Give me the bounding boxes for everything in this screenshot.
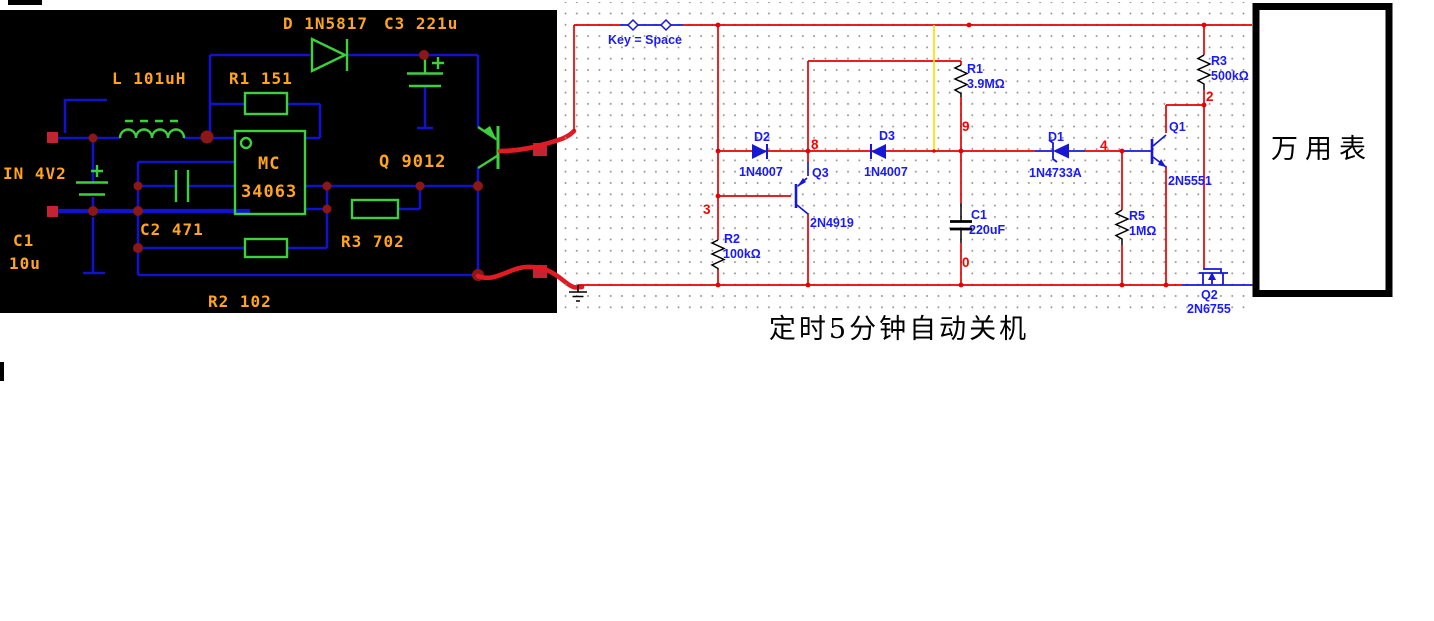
switch-key-space[interactable]: Key = Space — [608, 18, 682, 47]
component-c1[interactable]: C1 220uF — [950, 203, 1005, 243]
q2-ref: Q2 — [1201, 288, 1218, 302]
q3-ref: Q3 — [812, 166, 829, 180]
q1-ref: Q1 — [1169, 120, 1186, 134]
d3-ref: D3 — [879, 129, 895, 143]
component-q2[interactable]: Q2 2N6755 — [1187, 268, 1231, 316]
timing-cap-icon — [174, 170, 190, 202]
zener-diode-icon[interactable] — [1053, 143, 1069, 159]
component-r3[interactable]: R3 500kΩ — [1196, 54, 1249, 90]
grid-area — [558, 2, 1250, 310]
resistor-r3-icon — [350, 198, 400, 220]
r2-val: 100kΩ — [723, 247, 761, 261]
net-label-8: 8 — [811, 137, 819, 152]
resistor-icon[interactable] — [1196, 54, 1212, 90]
resistor-icon[interactable] — [953, 64, 969, 97]
component-q1[interactable]: Q1 2N5551 — [1150, 120, 1212, 188]
caption-text: 定时5分钟自动关机 — [769, 314, 1029, 345]
r3-val: 500kΩ — [1211, 69, 1249, 83]
switch-contact-icon[interactable] — [626, 18, 640, 32]
emitter-arrow-icon — [484, 126, 497, 141]
ground-icon[interactable] — [569, 285, 587, 302]
d1-val: 1N4733A — [1029, 166, 1082, 180]
label-ic-line1: MC — [258, 154, 280, 174]
d2-ref: D2 — [754, 130, 770, 144]
d3-val: 1N4007 — [864, 165, 908, 179]
pin1-marker-icon — [239, 136, 253, 150]
inductor-icon — [118, 128, 186, 139]
r2-ref: R2 — [724, 232, 740, 246]
d2-val: 1N4007 — [739, 165, 783, 179]
diode-icon[interactable] — [752, 144, 767, 159]
q1-val: 2N5551 — [1168, 174, 1212, 188]
label-cap-out: C3 221u — [384, 14, 458, 33]
input-pos-terminal — [47, 132, 58, 143]
diode-icon[interactable] — [871, 144, 886, 159]
component-d3[interactable]: D3 1N4007 — [864, 129, 908, 179]
input-neg-terminal — [47, 206, 58, 217]
reference-schematic-image: D 1N5817 C3 221u L 101uH R1 151 IN 4V2 C… — [0, 0, 585, 313]
component-q3[interactable]: Q3 2N4919 — [794, 166, 854, 230]
mosfet-arrow-icon — [1208, 272, 1216, 280]
scan-artifact-bar — [8, 0, 42, 5]
input-cap-icon — [76, 165, 108, 196]
emitter-arrow-icon — [797, 178, 806, 187]
label-ic-line2: 34063 — [241, 182, 297, 202]
resistor-icon[interactable] — [1114, 209, 1130, 245]
multimeter-label: 万用表 — [1271, 134, 1373, 165]
label-c2: C2 471 — [140, 220, 204, 239]
mc34063-chip-icon — [233, 129, 307, 216]
r5-val: 1MΩ — [1129, 224, 1156, 238]
component-d1[interactable]: D1 1N4733A — [1029, 130, 1082, 180]
label-c1-ref: C1 — [13, 231, 34, 250]
net-label-2: 2 — [1206, 89, 1214, 104]
switch-contact-icon[interactable] — [659, 18, 673, 32]
r5-ref: R5 — [1129, 209, 1145, 223]
resistor-r1-icon — [243, 91, 289, 116]
net-label-0: 0 — [962, 255, 970, 270]
label-r1: R1 151 — [229, 69, 293, 88]
left-panel-junctions — [88, 50, 484, 281]
q2-val: 2N6755 — [1187, 302, 1231, 316]
label-diode: D 1N5817 — [283, 14, 368, 33]
r1-val: 3.9MΩ — [967, 77, 1005, 91]
left-panel-components — [76, 37, 500, 259]
label-input: IN 4V2 — [3, 164, 67, 183]
q3-val: 2N4919 — [810, 216, 854, 230]
net-label-4: 4 — [1100, 138, 1108, 153]
schottky-diode-icon — [310, 37, 348, 73]
net-label-9: 9 — [962, 119, 970, 134]
net-label-3: 3 — [703, 202, 711, 217]
schematic-junctions — [715, 22, 1207, 288]
stray-grid-dots — [756, 343, 840, 351]
label-c1-val: 10u — [9, 254, 41, 273]
capacitor-icon[interactable] — [950, 220, 972, 231]
schematic-wires-blue[interactable] — [620, 24, 1252, 286]
multisim-schematic: Key = Space D2 1N4007 D3 1N4007 D1 1N473… — [558, 2, 1259, 316]
label-r3: R3 702 — [341, 232, 405, 251]
component-d2[interactable]: D2 1N4007 — [739, 130, 783, 179]
multimeter-outline — [1252, 3, 1393, 297]
nmos-transistor-icon[interactable] — [1199, 268, 1228, 285]
d1-ref: D1 — [1048, 130, 1064, 144]
resistor-r2-icon — [243, 237, 289, 259]
r3-ref: R3 — [1211, 54, 1227, 68]
multimeter-box: 万用表 — [1252, 3, 1393, 297]
component-r5[interactable]: R5 1MΩ — [1114, 209, 1156, 245]
resistor-icon[interactable] — [710, 239, 726, 270]
switch-label: Key = Space — [608, 33, 682, 47]
emitter-arrow-icon — [1158, 159, 1166, 167]
label-inductor: L 101uH — [112, 69, 186, 88]
output-cap-icon — [407, 55, 444, 88]
component-r2[interactable]: R2 100kΩ — [710, 232, 761, 270]
scan-artifact-mark — [0, 362, 4, 381]
label-r2: R2 102 — [208, 292, 272, 311]
c1-ref: C1 — [971, 208, 987, 222]
label-transistor: Q 9012 — [379, 152, 446, 172]
c1-val: 220uF — [969, 223, 1005, 237]
r1-ref: R1 — [967, 62, 983, 76]
component-r1[interactable]: R1 3.9MΩ — [953, 62, 1005, 97]
